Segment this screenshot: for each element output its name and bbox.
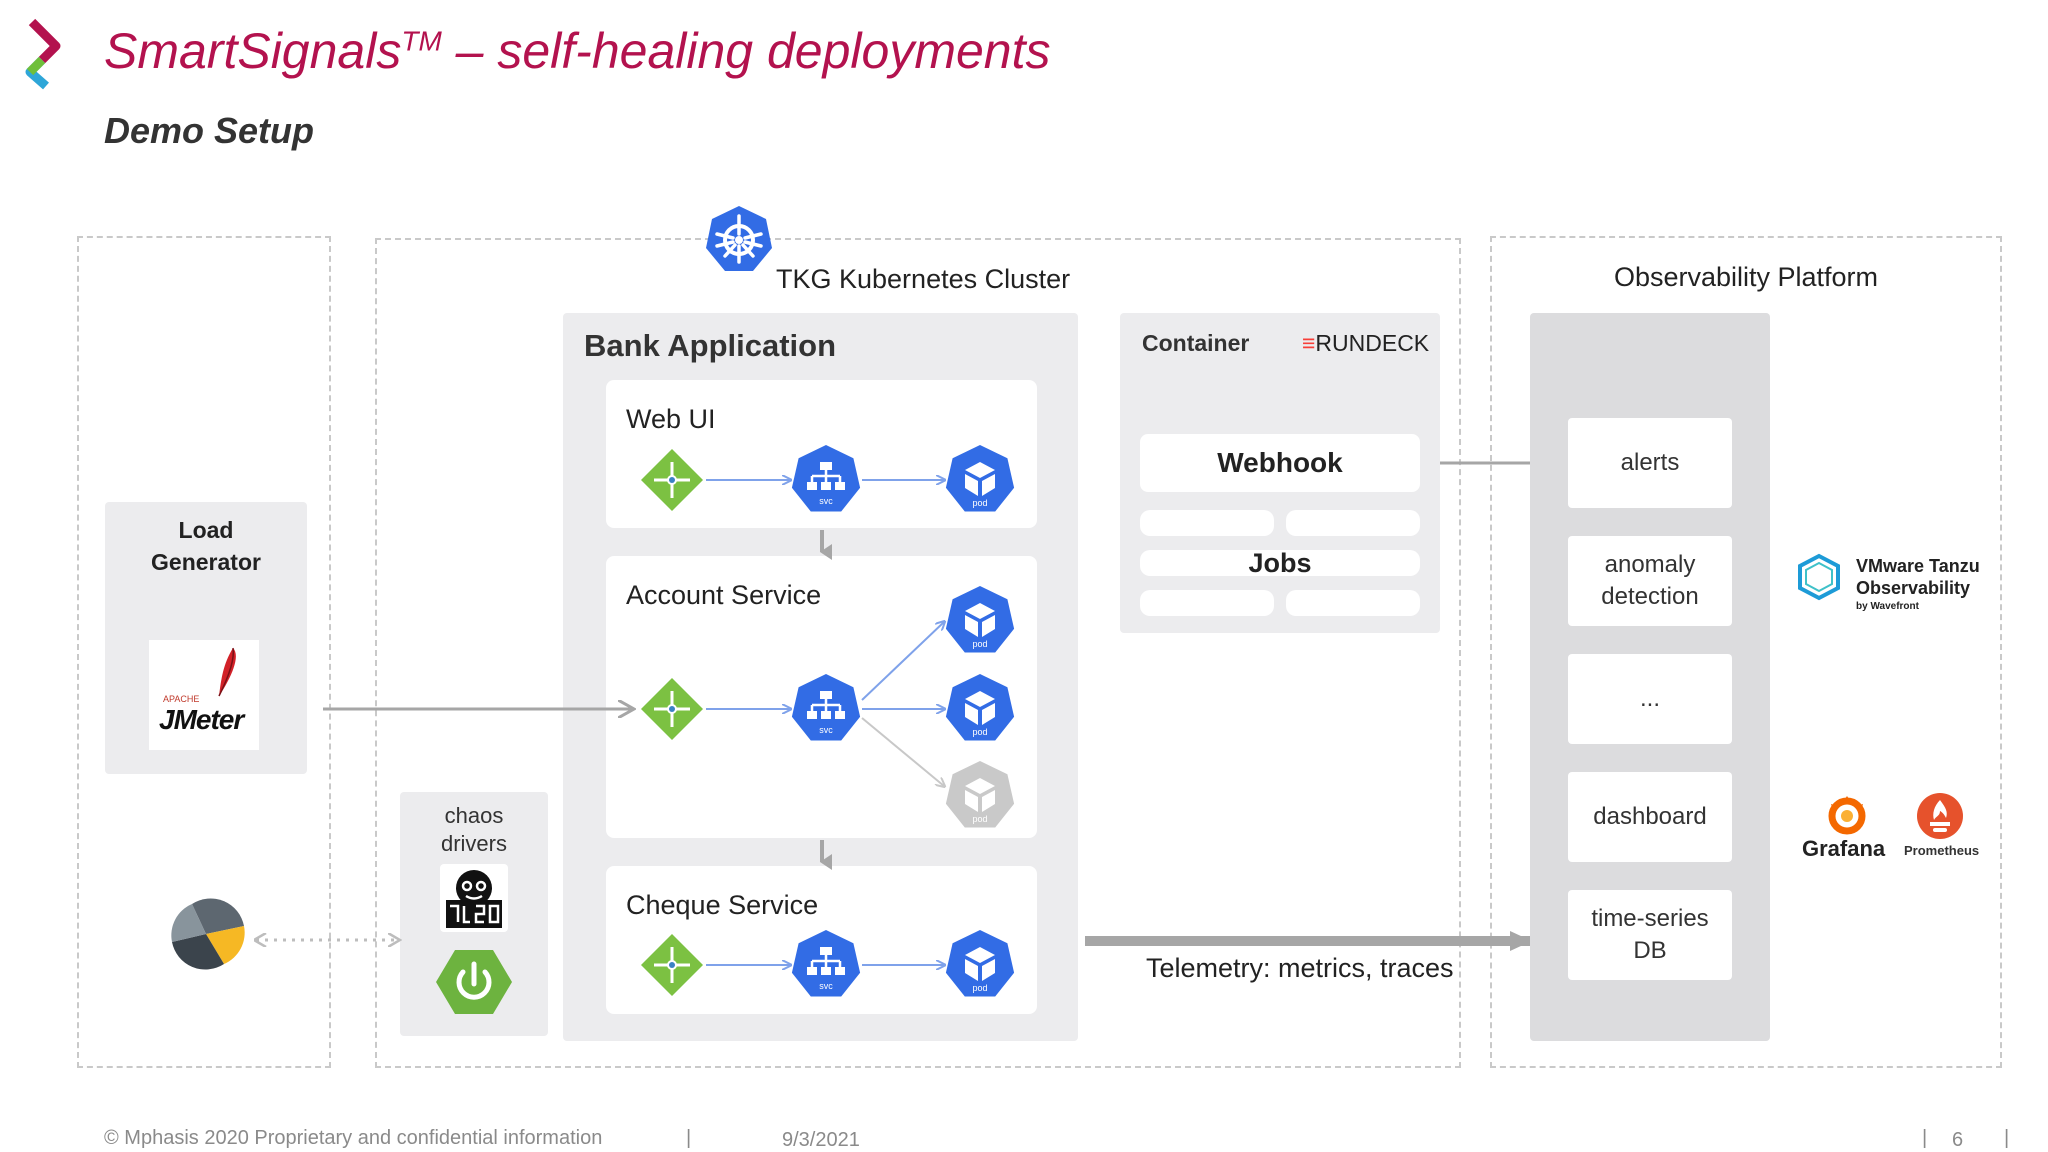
obs-item-dashboard[interactable]: dashboard — [1568, 772, 1732, 862]
kubernetes-cluster-group — [375, 238, 1461, 1068]
load-generator-title: Load Generator — [151, 517, 261, 575]
webhook-box[interactable]: Webhook — [1140, 434, 1420, 492]
pod-icon: pod — [945, 586, 1015, 653]
container-title: Container — [1142, 330, 1250, 356]
prometheus-icon — [1917, 793, 1963, 839]
pod-tag: pod — [972, 639, 987, 649]
footer-separator: | — [1922, 1127, 1928, 1149]
pod-icon: pod — [945, 930, 1015, 997]
spring-boot-power-icon — [436, 950, 512, 1014]
rundeck-logo: ≡RUNDECK — [1302, 330, 1430, 356]
bank-application-title: Bank Application — [584, 328, 837, 363]
pod-tag: pod — [972, 498, 987, 508]
job-slot — [1140, 550, 1420, 576]
chaos-toolkit-icon — [440, 864, 508, 932]
obs-item-more[interactable]: ... — [1568, 654, 1732, 744]
jmeter-apache-label: APACHE — [163, 694, 200, 704]
jobs-label: Jobs — [1248, 548, 1312, 578]
tanzu-label: VMware Tanzu Observability by Wavefront — [1856, 556, 1980, 612]
job-slot — [1140, 510, 1274, 536]
footer-date: 9/3/2021 — [782, 1129, 860, 1151]
kubernetes-icon — [706, 206, 772, 271]
ingress-icon — [641, 678, 703, 740]
web-ui-label: Web UI — [626, 404, 716, 434]
jmeter-label: JMeter — [159, 704, 244, 735]
webhook-label: Webhook — [1217, 447, 1343, 478]
arrow-account-svc-pod1 — [861, 622, 944, 701]
cluster-label: TKG Kubernetes Cluster — [776, 264, 1071, 294]
chaos-drivers-label: chaos drivers — [440, 803, 507, 856]
svc-tag: svc — [819, 981, 833, 991]
svc-icon: svc — [791, 674, 861, 741]
grafana-label: Grafana — [1802, 836, 1886, 861]
job-slot — [1286, 510, 1420, 536]
rundeck-mark-icon: ≡ — [1302, 330, 1316, 356]
arrow-account-svc-pod3 — [861, 717, 944, 786]
feather-icon — [218, 647, 236, 697]
svc-icon: svc — [791, 445, 861, 512]
footer-page-number: 6 — [1952, 1129, 1964, 1151]
page-subtitle: Demo Setup — [104, 110, 315, 151]
footer-copyright: © Mphasis 2020 Proprietary and confident… — [104, 1127, 603, 1149]
mphasis-logo-icon — [25, 18, 61, 90]
account-service-label: Account Service — [626, 580, 822, 610]
job-slot — [1286, 590, 1420, 616]
footer-separator: | — [2004, 1127, 2010, 1149]
obs-item-alerts[interactable]: alerts — [1568, 418, 1732, 508]
pod-tag: pod — [972, 727, 987, 737]
svc-tag: svc — [819, 496, 833, 506]
page-title: SmartSignalsTM – self-healing deployment… — [104, 23, 1051, 79]
svc-icon: svc — [791, 930, 861, 997]
prometheus-label: Prometheus — [1904, 843, 1980, 858]
svc-tag: svc — [819, 725, 833, 735]
pod-icon-inactive: pod — [945, 761, 1015, 828]
telemetry-label: Telemetry: metrics, traces — [1146, 953, 1454, 983]
ingress-icon — [641, 934, 703, 996]
pod-tag: pod — [972, 814, 987, 824]
pod-icon: pod — [945, 445, 1015, 512]
footer-separator: | — [686, 1127, 692, 1149]
chaos-monkey-pie-icon — [171, 898, 245, 970]
ingress-icon — [641, 449, 703, 511]
jmeter-logo: APACHE JMeter — [149, 640, 259, 750]
observability-group — [1490, 236, 2002, 1068]
tanzu-hexagon-icon — [1798, 553, 1840, 601]
load-generator-group — [77, 236, 331, 1068]
grafana-icon — [1828, 796, 1866, 835]
cheque-service-label: Cheque Service — [626, 890, 819, 920]
job-slot — [1140, 590, 1274, 616]
pod-icon: pod — [945, 674, 1015, 741]
observability-title: Observability Platform — [1613, 262, 1879, 292]
pod-tag: pod — [972, 983, 987, 993]
